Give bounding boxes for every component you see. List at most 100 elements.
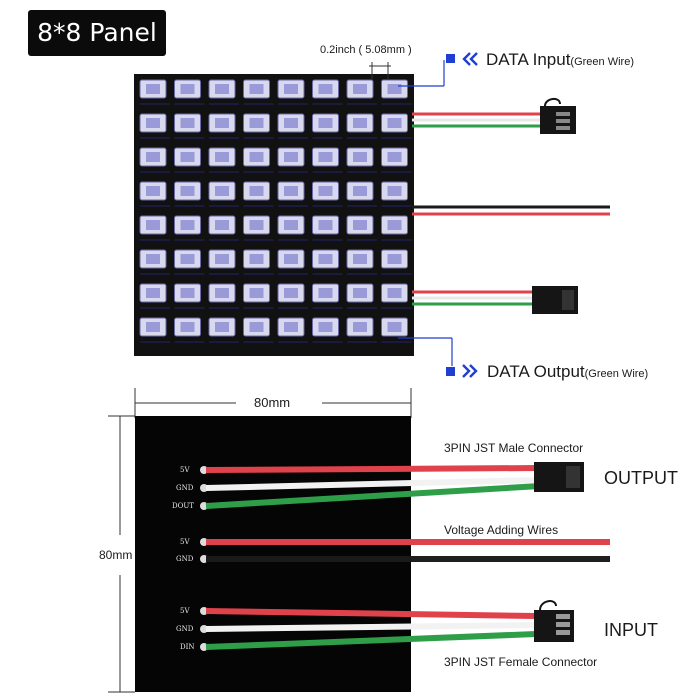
- input-white-wire: [205, 622, 537, 632]
- led-die: [284, 322, 298, 332]
- led-die: [249, 322, 264, 332]
- led-die: [284, 186, 298, 196]
- led-die: [284, 254, 298, 264]
- chevron-left-icon: [462, 52, 478, 66]
- led-die: [318, 220, 333, 230]
- led-die: [146, 152, 160, 162]
- data-input-label-group: DATA Input(Green Wire): [486, 50, 634, 70]
- data-input-note: (Green Wire): [570, 56, 634, 68]
- led-die: [215, 152, 229, 162]
- led-grid: [139, 79, 412, 343]
- led-die: [353, 152, 367, 162]
- led-die: [284, 220, 298, 230]
- led-die: [284, 288, 298, 298]
- output-red-wire: [205, 465, 541, 473]
- output-green-wire: [205, 483, 541, 509]
- led-die: [146, 220, 160, 230]
- led-die: [180, 186, 195, 196]
- pin-label-mid-gnd: GND: [176, 555, 194, 563]
- data-output-square-icon: [446, 367, 455, 376]
- top-input-connector-pin: [556, 119, 570, 123]
- led-die: [387, 84, 402, 94]
- input-connector-pin: [556, 614, 570, 619]
- output-label: OUTPUT: [604, 468, 678, 488]
- top-input-connector-pin: [556, 112, 570, 116]
- output-connector-face: [566, 466, 580, 488]
- led-die: [353, 322, 367, 332]
- led-die: [180, 322, 195, 332]
- input-connector-pin: [556, 622, 570, 627]
- led-die: [180, 118, 195, 128]
- led-die: [387, 220, 402, 230]
- led-die: [387, 152, 402, 162]
- led-die: [249, 84, 264, 94]
- input-connector-latch: [539, 600, 557, 611]
- panel-title: 8*8 Panel: [28, 10, 166, 56]
- width-dimension-label: 80mm: [254, 395, 291, 410]
- led-die: [215, 84, 229, 94]
- height-dimension-label: 80mm: [99, 548, 133, 562]
- voltage-wires-label: Voltage Adding Wires: [444, 523, 559, 537]
- pin-label-out-5v: 5V: [180, 466, 190, 474]
- pin-label-in-gnd: GND: [176, 625, 194, 633]
- led-die: [353, 186, 367, 196]
- led-die: [249, 186, 264, 196]
- led-die: [387, 254, 402, 264]
- led-die: [249, 254, 264, 264]
- data-input-square-icon: [446, 54, 455, 63]
- led-die: [387, 288, 402, 298]
- led-die: [146, 118, 160, 128]
- data-output-note: (Green Wire): [584, 368, 649, 380]
- data-output-label: DATA Output: [487, 362, 585, 381]
- led-die: [249, 288, 264, 298]
- led-die: [318, 322, 333, 332]
- output-white-wire: [205, 477, 541, 491]
- led-die: [180, 288, 195, 298]
- led-die: [353, 288, 367, 298]
- led-die: [249, 152, 264, 162]
- pin-label-out-dout: DOUT: [172, 502, 194, 510]
- led-die: [353, 84, 367, 94]
- led-die: [353, 118, 367, 128]
- led-die: [318, 186, 333, 196]
- input-green-wire: [205, 631, 537, 650]
- pitch-label: 0.2inch ( 5.08mm ): [320, 44, 412, 56]
- led-die: [146, 254, 160, 264]
- led-die: [146, 186, 160, 196]
- led-die: [215, 186, 229, 196]
- led-die: [146, 84, 160, 94]
- led-die: [387, 322, 402, 332]
- led-die: [215, 118, 229, 128]
- led-die: [215, 254, 229, 264]
- pin-label-out-gnd: GND: [176, 484, 194, 492]
- chevron-right-icon: [462, 364, 478, 378]
- led-die: [215, 220, 229, 230]
- input-label: INPUT: [604, 620, 658, 640]
- led-die: [180, 254, 195, 264]
- led-die: [215, 288, 229, 298]
- male-connector-label: 3PIN JST Male Connector: [444, 441, 584, 455]
- led-die: [284, 152, 298, 162]
- led-die: [146, 288, 160, 298]
- led-die: [180, 84, 195, 94]
- led-die: [180, 220, 195, 230]
- led-die: [318, 118, 333, 128]
- led-die: [318, 152, 333, 162]
- led-die: [215, 322, 229, 332]
- led-die: [180, 152, 195, 162]
- input-connector-pin: [556, 630, 570, 635]
- input-red-wire: [205, 608, 537, 619]
- led-die: [249, 118, 264, 128]
- pin-label-in-din: DIN: [180, 643, 195, 651]
- led-die: [318, 84, 333, 94]
- led-die: [387, 118, 402, 128]
- led-die: [387, 186, 402, 196]
- pin-label-mid-5v: 5V: [180, 538, 190, 546]
- led-die: [318, 288, 333, 298]
- pin-label-in-5v: 5V: [180, 607, 190, 615]
- led-die: [284, 84, 298, 94]
- data-input-label: DATA Input: [486, 50, 571, 69]
- top-input-connector-latch: [544, 98, 561, 107]
